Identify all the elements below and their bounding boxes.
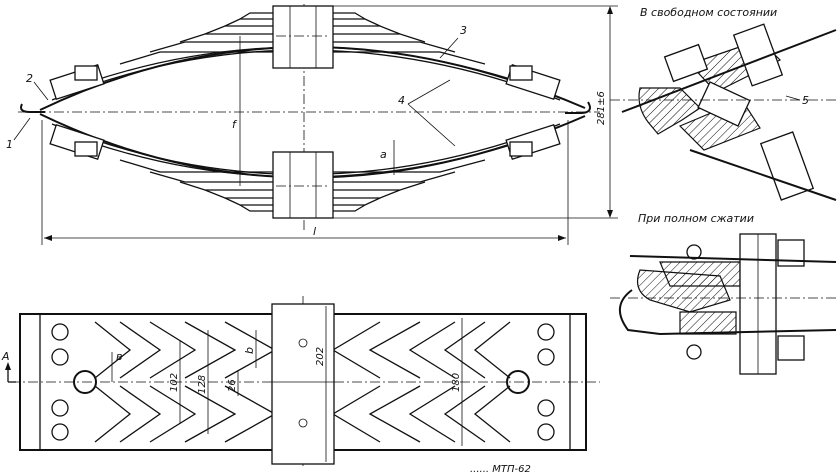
ref-1: 1 bbox=[6, 138, 13, 151]
detail-full-compression: При полном сжатии bbox=[610, 212, 837, 375]
right-end-clip bbox=[505, 63, 591, 161]
dim-202: 202 bbox=[315, 347, 326, 366]
left-bolts bbox=[51, 323, 97, 441]
ref-3: 3 bbox=[460, 24, 467, 37]
dim-180: 180 bbox=[451, 373, 462, 392]
plan-view: 202 180 102 128 26 b в A ...... МТП-62 bbox=[1, 296, 600, 473]
b-label: b bbox=[243, 347, 256, 354]
full-compression-title: При полном сжатии bbox=[638, 212, 754, 225]
ref-4: 4 bbox=[398, 94, 405, 107]
section-a-label: A bbox=[1, 350, 10, 363]
detail-free-state: В свободном состоянии 5 bbox=[610, 6, 837, 201]
right-bolts bbox=[506, 323, 555, 441]
a-label: a bbox=[380, 148, 387, 161]
dim-128: 128 bbox=[197, 375, 208, 394]
f-label: f bbox=[232, 118, 238, 131]
left-end-clip bbox=[20, 63, 105, 161]
dim-26: 26 bbox=[227, 379, 238, 392]
v-label: в bbox=[116, 350, 122, 363]
ref-5: 5 bbox=[802, 94, 809, 107]
dim-102: 102 bbox=[169, 373, 180, 392]
free-state-title: В свободном состоянии bbox=[640, 6, 777, 19]
caption-fragment: ...... МТП-62 bbox=[470, 464, 531, 473]
height-dimension: 281±6 bbox=[596, 91, 607, 125]
ref-2: 2 bbox=[26, 72, 33, 85]
length-label: l bbox=[313, 225, 316, 238]
side-view: 281±6 l f a 2 1 3 4 bbox=[6, 4, 618, 245]
